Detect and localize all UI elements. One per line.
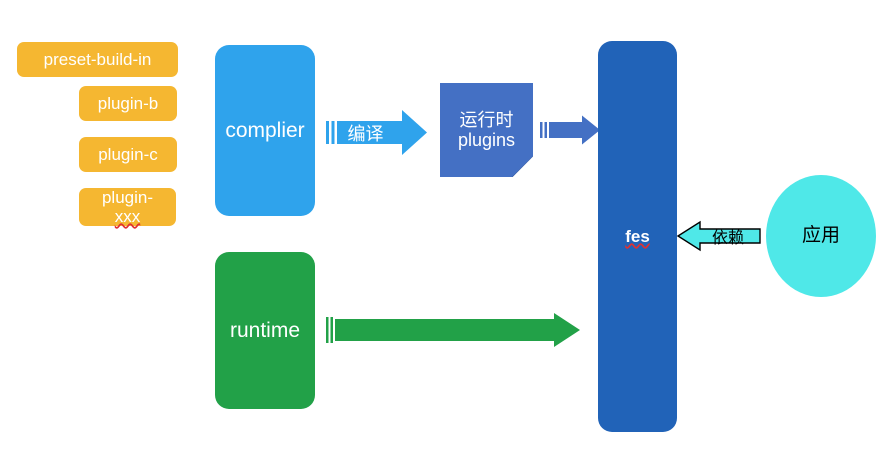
plugin-chip-label-wrap: plugin- xxx — [102, 188, 153, 226]
arrow-depend-label: 依赖 — [711, 230, 744, 247]
node-app-label: 应用 — [801, 225, 840, 247]
node-runtime-plugins-label-wrap: 运行时 plugins — [458, 110, 515, 150]
arrow-compile-shape — [326, 110, 427, 155]
plugin-chip-label: plugin-b — [97, 93, 159, 113]
plugin-chip-plugin-b[interactable]: plugin-b — [79, 86, 177, 121]
arrow-compile[interactable]: 编译 — [326, 108, 427, 157]
node-runtime-label: runtime — [229, 318, 301, 342]
arrow-plugins-to-fes-shape — [540, 115, 600, 145]
node-fes-label: fes — [625, 226, 650, 246]
plugin-chip-preset-build-in[interactable]: preset-build-in — [17, 42, 178, 77]
plugin-chip-label-line2: xxx — [114, 207, 141, 226]
node-runtime-plugins-label-line1: 运行时 — [459, 109, 514, 130]
plugin-chip-label: plugin-c — [98, 144, 158, 164]
plugin-chip-label-line1: plugin- — [101, 187, 154, 207]
node-app[interactable]: 应用 — [766, 175, 876, 297]
arrow-runtime-to-fes-shape — [326, 313, 580, 347]
arrow-depend-shape — [676, 220, 761, 252]
folded-corner-icon — [512, 156, 533, 177]
arrow-compile-label: 编译 — [347, 123, 384, 144]
arrow-runtime-to-fes[interactable] — [326, 313, 580, 347]
arrow-compile-label-wrap: 编译 — [326, 108, 427, 157]
plugin-chip-plugin-xxx[interactable]: plugin- xxx — [79, 188, 176, 226]
node-runtime-plugins-label-line2: plugins — [457, 130, 516, 150]
plugin-chip-label: preset-build-in — [43, 49, 152, 69]
node-fes[interactable]: fes — [598, 41, 677, 432]
node-runtime[interactable]: runtime — [215, 252, 315, 409]
node-runtime-plugins[interactable]: 运行时 plugins — [440, 83, 533, 177]
arrow-depend[interactable]: 依赖 — [676, 219, 762, 253]
node-complier-label: complier — [225, 118, 305, 142]
arrow-plugins-to-fes[interactable] — [540, 115, 600, 145]
arrow-depend-label-wrap: 依赖 — [676, 219, 762, 253]
plugin-chip-plugin-c[interactable]: plugin-c — [79, 137, 177, 172]
node-complier[interactable]: complier — [215, 45, 315, 216]
